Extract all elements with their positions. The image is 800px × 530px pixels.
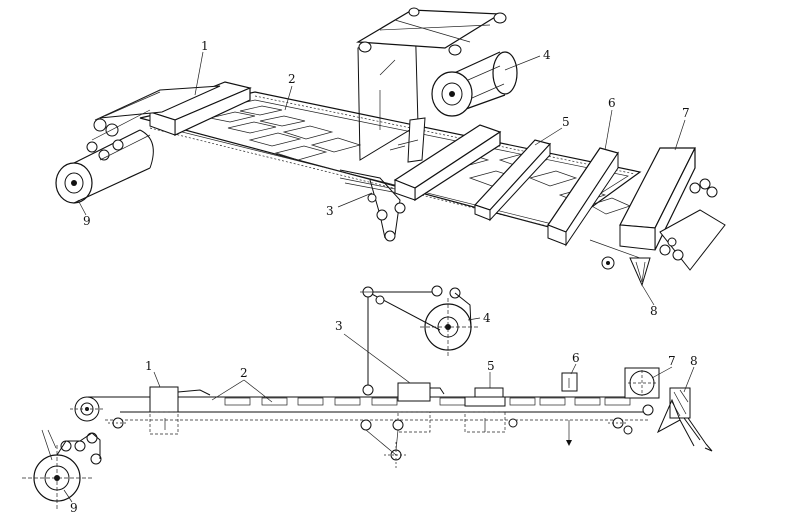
schematic-view: 1 2 3 4 5 6 7 8 9 [22,285,713,515]
schematic-belt [88,396,650,421]
label-top-8: 8 [650,304,658,318]
bottom-film-roll-9 [55,89,161,204]
filling-station-3 [339,169,406,242]
schematic-cavities [224,397,631,406]
label-top-9: 9 [83,214,91,228]
label-bottom-4: 4 [483,311,491,325]
top-film-unwind-4 [356,7,518,163]
label-bottom-9: 9 [70,501,78,515]
cross-cutter-station-6 [547,147,619,247]
schematic-station-5 [464,387,518,433]
label-bottom-7: 7 [668,354,676,368]
heating-station-1 [99,81,252,136]
label-top-6: 6 [608,96,616,110]
cooling-station-5 [473,139,552,222]
label-top-7: 7 [682,106,690,120]
label-top-4: 4 [543,48,551,62]
schematic-station-3-4 [360,285,478,468]
label-bottom-2: 2 [240,366,248,380]
label-top-5: 5 [562,115,570,129]
schematic-roll-9 [22,396,105,510]
label-top-3: 3 [326,204,334,218]
label-bottom-5: 5 [487,359,495,373]
top-leader-lines [77,51,686,306]
schematic-station-8 [656,387,713,452]
bottom-leader-lines [63,317,695,503]
schematic-station-6 [561,372,578,446]
sealing-station [393,124,502,202]
isometric-view: 1 2 3 4 5 6 7 8 9 [55,7,726,318]
label-top-2: 2 [288,72,296,86]
label-bottom-8: 8 [690,354,698,368]
label-bottom-1: 1 [145,359,153,373]
label-bottom-3: 3 [335,319,343,333]
label-bottom-6: 6 [572,351,580,365]
schematic-station-1 [108,386,211,435]
schematic-station-7 [608,367,660,435]
label-top-1: 1 [201,39,209,53]
longitudinal-cutter-7 [589,147,726,287]
